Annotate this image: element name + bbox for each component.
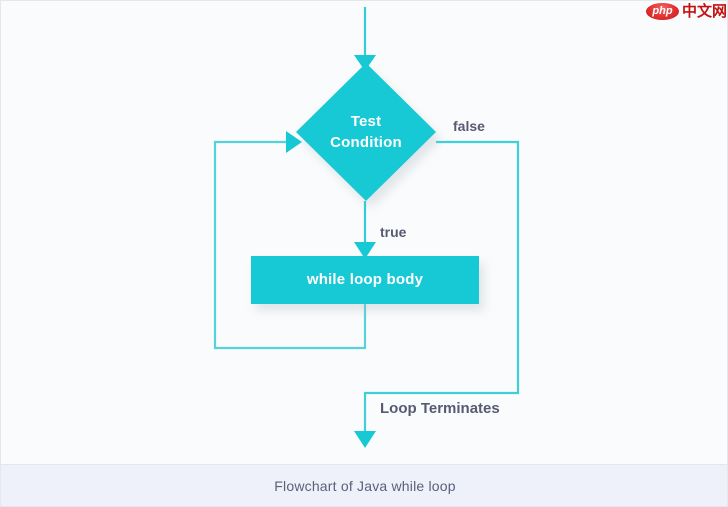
flowchart-svg xyxy=(213,7,520,448)
caption-bar: Flowchart of Java while loop xyxy=(1,464,727,506)
edge-condition-false xyxy=(354,140,520,448)
node-while-loop-body xyxy=(251,256,479,304)
watermark-php-badge-icon: php xyxy=(645,3,679,20)
edge-body-to-condition-loopback xyxy=(213,131,367,350)
node-test-condition xyxy=(296,63,436,201)
watermark: php 中文网 xyxy=(645,2,727,21)
edge-condition-true xyxy=(354,201,376,259)
watermark-text: 中文网 xyxy=(681,2,727,20)
caption-text: Flowchart of Java while loop xyxy=(274,477,456,494)
edge-start-to-condition xyxy=(354,7,376,71)
flowchart-canvas: Test Condition while loop body false tru… xyxy=(1,1,727,464)
